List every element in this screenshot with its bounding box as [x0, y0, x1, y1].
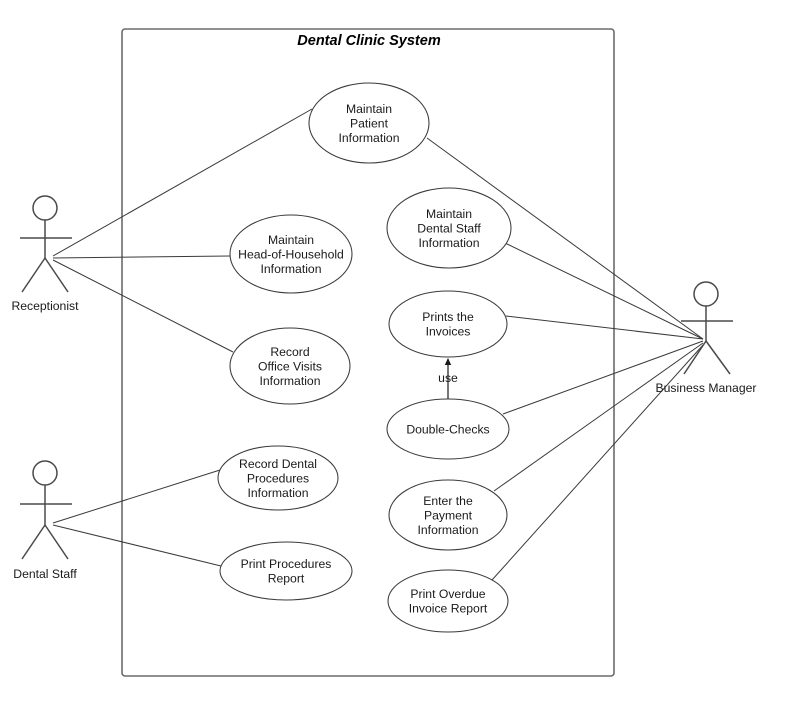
use-case-label-line: Information	[260, 374, 321, 388]
use-case-label-line: Information	[418, 523, 479, 537]
actor-head-icon	[32, 460, 58, 486]
use-case-label-line: Head-of-Household	[238, 247, 344, 261]
use-case-label-line: Record Dental	[239, 457, 317, 471]
association-line: business-manager-to-double-checks	[502, 340, 704, 415]
actor-right-leg-line	[44, 524, 69, 560]
association-line: dental-staff-to-print-procedures-report	[52, 524, 222, 567]
use-case-label-line: Maintain	[268, 233, 314, 247]
actor-dental-staff[interactable]: Dental Staff	[13, 460, 77, 581]
use-case-ellipse[interactable]	[219, 541, 353, 601]
actor-left-leg-line	[21, 257, 46, 293]
use-case-ellipse[interactable]	[386, 187, 512, 269]
use-case-label-line: Print Overdue	[410, 587, 485, 601]
use-case-label-line: Information	[419, 236, 480, 250]
use-case-label-line: Maintain	[346, 102, 392, 116]
association-line: business-manager-to-print-overdue-invoic…	[491, 344, 704, 581]
association-line: receptionist-to-record-office-visits-inf…	[52, 259, 234, 353]
use-case-label-line: Invoice Report	[409, 602, 488, 616]
use-case-label-line: Dental Staff	[417, 221, 481, 235]
actor-receptionist[interactable]: Receptionist	[11, 195, 79, 313]
use-dependency-label: use	[438, 371, 458, 385]
actor-head-icon	[693, 281, 719, 307]
association-lines: receptionist-to-maintain-patient-informa…	[52, 108, 704, 581]
use-case-label-line: Patient	[350, 116, 389, 130]
use-case-ellipse[interactable]	[388, 290, 508, 358]
use-case-label-line: Information	[248, 486, 309, 500]
use-case-label-line: Double-Checks	[406, 422, 489, 436]
use-case-label-line: Invoices	[426, 325, 471, 339]
dependency-relationships: use	[438, 358, 458, 399]
association-line: business-manager-to-prints-the-invoices	[505, 315, 704, 340]
system-boundary-title: Dental Clinic System	[297, 33, 441, 49]
use-case-ellipse[interactable]	[388, 479, 508, 551]
use-case-label-line: Print Procedures	[241, 557, 332, 571]
actor-label: Receptionist	[11, 299, 79, 313]
association-line: business-manager-to-enter-the-payment-in…	[493, 342, 704, 492]
use-case-label-line: Information	[339, 131, 400, 145]
use-case-label-line: Record	[270, 345, 309, 359]
use-case-ellipse[interactable]	[229, 327, 351, 405]
use-case-label-line: Enter the	[423, 494, 473, 508]
use-case-label-line: Prints the	[422, 310, 474, 324]
use-case-label-line: Office Visits	[258, 359, 322, 373]
use-case-label-line: Maintain	[426, 207, 472, 221]
association-line: receptionist-to-maintain-head-of-househo…	[52, 255, 231, 259]
actor-left-leg-line	[683, 340, 707, 375]
use-case-label-line: Procedures	[247, 471, 309, 485]
actor-left-leg-line	[21, 524, 46, 560]
actor-label: Dental Staff	[13, 567, 77, 581]
use-case-label-line: Information	[261, 262, 322, 276]
actor-right-leg-line	[705, 340, 731, 375]
actor-right-leg-line	[44, 257, 69, 293]
actor-head-icon	[32, 195, 58, 221]
use-case-ellipse[interactable]	[387, 569, 509, 633]
use-case-ellipse[interactable]	[217, 445, 339, 511]
use-case-label-line: Payment	[424, 508, 473, 522]
use-case-label-line: Report	[268, 572, 305, 586]
actor-business-manager[interactable]: Business Manager	[656, 281, 757, 395]
association-line: business-manager-to-maintain-dental-staf…	[504, 242, 704, 340]
use-case-ellipse[interactable]	[386, 398, 510, 460]
association-line: receptionist-to-maintain-patient-informa…	[52, 108, 313, 257]
use-case-ellipse[interactable]	[229, 214, 353, 294]
use-case-ellipse[interactable]	[308, 82, 430, 164]
actor-label: Business Manager	[656, 381, 757, 395]
association-line: dental-staff-to-record-dental-procedures…	[52, 469, 221, 524]
use-case-label: Double-Checks	[406, 422, 489, 436]
use-case-double-checks[interactable]: Double-Checks	[386, 398, 510, 460]
association-line: business-manager-to-maintain-patient-inf…	[426, 137, 704, 340]
